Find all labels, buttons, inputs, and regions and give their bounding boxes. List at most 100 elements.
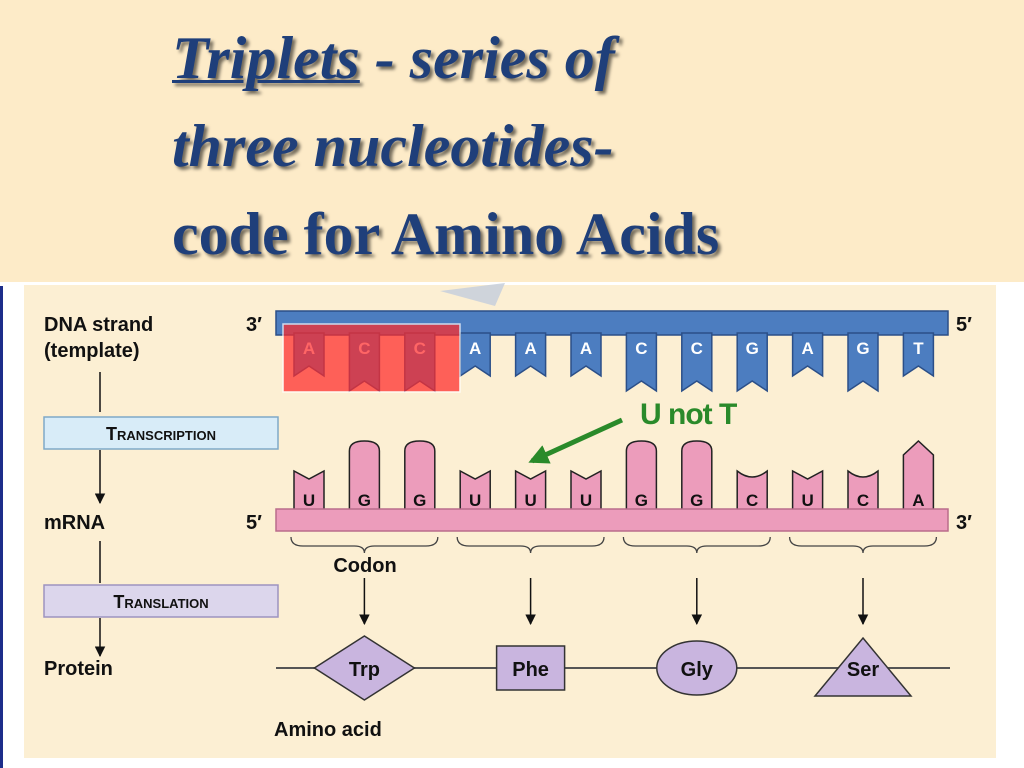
mrna-base: G — [681, 440, 713, 512]
mrna-5prime-end: 5′ — [246, 512, 262, 534]
faded-arrow-icon — [440, 283, 505, 306]
amino-acid-name: Gly — [681, 659, 714, 681]
dna-base: A — [514, 332, 547, 378]
amino-acid-trp: Trp — [313, 635, 416, 701]
mrna-base-shape — [625, 440, 658, 512]
dna-base-letter: A — [580, 339, 592, 358]
mrna-base: U — [514, 469, 547, 512]
mrna-base-shape — [736, 469, 768, 512]
square-shape — [495, 645, 566, 691]
dna-base: T — [902, 332, 935, 378]
mrna-3prime-end: 3′ — [956, 512, 972, 534]
mrna-base: C — [736, 469, 768, 512]
amino-acid-name: Ser — [847, 659, 879, 681]
mrna-base-letter: C — [857, 491, 869, 510]
mrna-base: G — [625, 440, 658, 512]
amino-acid-name: Trp — [349, 659, 380, 681]
translation-box — [43, 584, 279, 618]
callout-arrow — [528, 417, 624, 464]
dna-base-shape — [736, 332, 768, 393]
dna-base-letter: A — [524, 339, 536, 358]
dna-base-letter: T — [913, 339, 924, 358]
mrna-base-letter: G — [635, 491, 648, 510]
mrna-backbone — [275, 508, 949, 532]
codon-brace — [788, 536, 938, 554]
triangle-shape — [813, 636, 913, 697]
left-border-line — [0, 286, 3, 768]
mrna-base: U — [570, 469, 602, 512]
codon-brace — [290, 536, 439, 554]
u-not-t-callout: U not T — [640, 398, 737, 431]
mrna-base-letter: G — [690, 491, 703, 510]
dna-base-shape — [570, 332, 602, 378]
codon-brace — [456, 536, 605, 554]
dna-base: A — [570, 332, 602, 378]
amino-acid-phe: Phe — [495, 645, 566, 691]
mrna-base: G — [348, 440, 381, 512]
mrna-base-letter: U — [303, 491, 315, 510]
mrna-base-shape — [847, 469, 879, 512]
mrna-base-letter: G — [413, 491, 426, 510]
mrna-base: U — [791, 469, 824, 512]
mrna-base-letter: A — [912, 491, 924, 510]
mrna-base: C — [847, 469, 879, 512]
dna-base-shape — [514, 332, 547, 378]
amino-acid-name: Phe — [512, 659, 549, 681]
dna-base: C — [625, 332, 658, 393]
transcription-label: Transcription — [106, 424, 216, 444]
dna-base-shape — [847, 332, 879, 393]
amino-acid-label: Amino acid — [274, 719, 382, 741]
dna-base: A — [791, 332, 824, 378]
template-label: (template) — [44, 340, 140, 362]
mrna-base-letter: U — [469, 491, 481, 510]
mrna-base-letter: U — [524, 491, 536, 510]
title-line2: three nucleotides- — [172, 113, 614, 179]
mrna-base-shape — [348, 440, 381, 512]
mrna-base-letter: C — [746, 491, 758, 510]
circle-shape — [656, 640, 738, 696]
dna-base-shape — [681, 332, 713, 393]
dna-3prime-end: 3′ — [246, 314, 262, 336]
mrna-base-shape — [681, 440, 713, 512]
mrna-base: G — [404, 440, 436, 512]
slide-title: Triplets - series of three nucleotides- … — [172, 14, 972, 278]
mrna-base: A — [902, 439, 935, 512]
mrna-base-letter: U — [580, 491, 592, 510]
mrna-base-letter: U — [801, 491, 813, 510]
dna-base: A — [459, 332, 491, 378]
dna-base-letter: A — [469, 339, 481, 358]
mrna-base: U — [459, 469, 491, 512]
dna-base: G — [847, 332, 879, 393]
title-line1-rest: - series of — [359, 25, 615, 91]
triplet-highlight — [282, 323, 461, 393]
mrna-base: U — [293, 469, 325, 512]
codon-braces — [290, 536, 938, 554]
title-keyword: Triplets — [172, 25, 360, 91]
dna-base-shape — [902, 332, 935, 378]
translation-label: Translation — [113, 592, 208, 612]
dna-base-letter: G — [856, 339, 869, 358]
dna-base-letter: G — [746, 339, 759, 358]
diamond-shape — [313, 635, 416, 701]
transcription-box — [43, 416, 279, 450]
amino-acids: Trp Phe Gly Ser — [313, 635, 913, 701]
dna-base-letter: C — [691, 339, 703, 358]
mrna-base-letter: G — [358, 491, 371, 510]
dna-base: C — [681, 332, 713, 393]
mrna-base-shape — [404, 440, 436, 512]
codon-label: Codon — [333, 555, 396, 577]
amino-acid-gly: Gly — [656, 640, 738, 696]
translation-arrows — [359, 578, 869, 626]
title-background — [0, 0, 1024, 282]
dna-5prime-end: 5′ — [956, 314, 972, 336]
dna-base-shape — [625, 332, 658, 393]
title-line3: code for Amino Acids — [172, 201, 720, 267]
dna-strand-label: DNA strand — [44, 314, 153, 336]
dna-base-letter: C — [635, 339, 647, 358]
amino-acid-ser: Ser — [813, 636, 913, 697]
codon-brace — [622, 536, 771, 554]
mrna-label: mRNA — [44, 512, 105, 534]
dna-backbone — [275, 310, 949, 336]
